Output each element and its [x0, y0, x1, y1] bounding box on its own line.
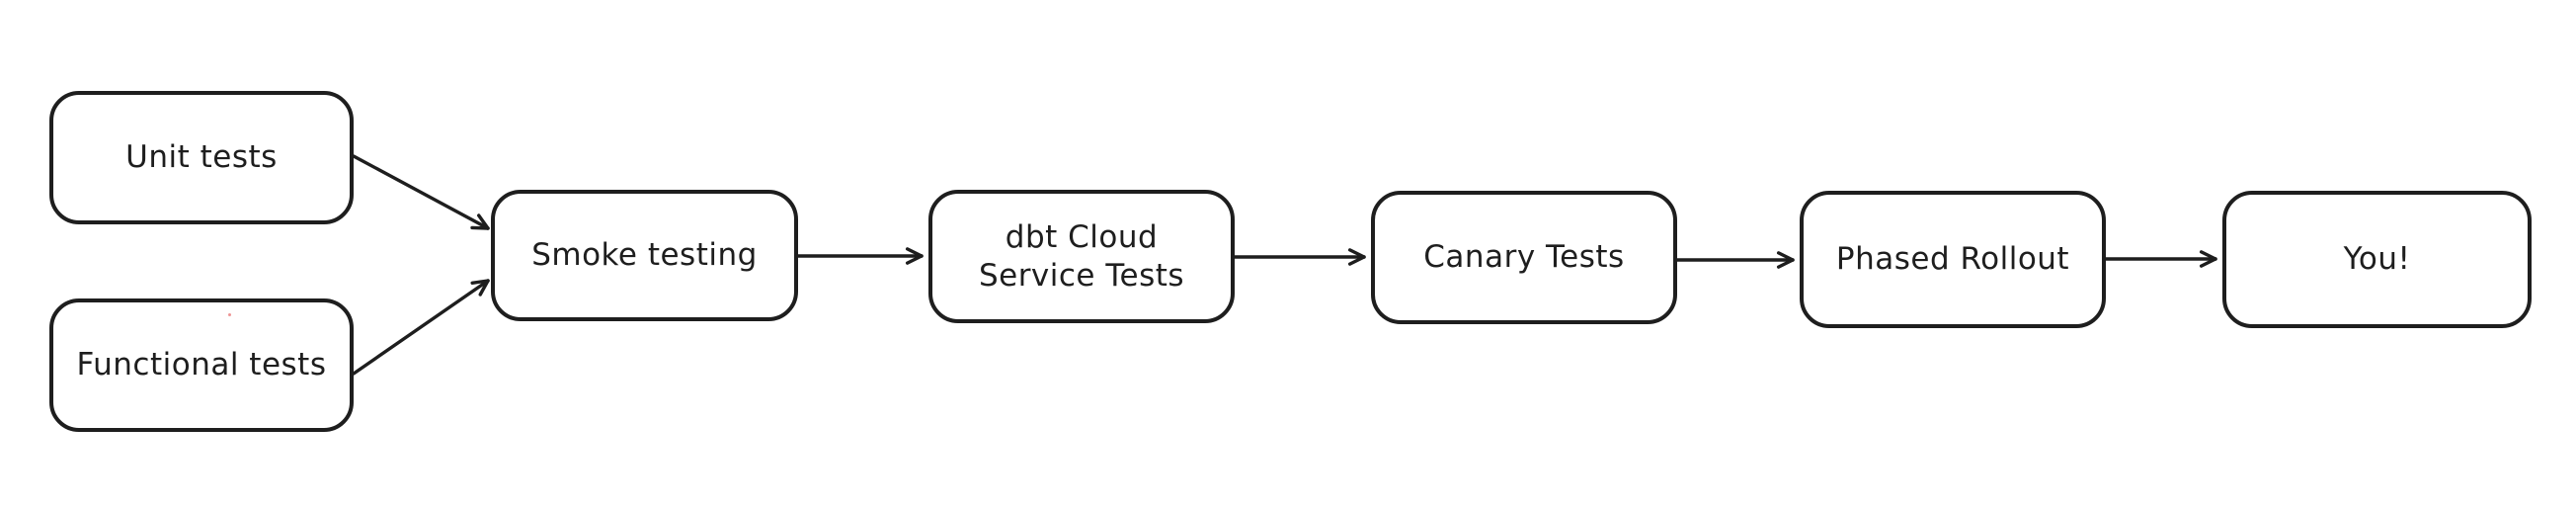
node-smoke-testing-label: Smoke testing — [531, 237, 758, 274]
edge-arrow-smoke-testing-to-dbt-cloud-service-tests — [796, 247, 924, 265]
edge-arrow-dbt-cloud-service-tests-to-canary-tests — [1233, 248, 1366, 266]
edge-arrow-functional-tests-to-smoke-testing — [352, 279, 490, 376]
edge-arrow-unit-tests-to-smoke-testing — [352, 154, 490, 230]
node-canary-tests-label: Canary Tests — [1423, 239, 1625, 276]
node-functional-tests: Functional tests — [49, 298, 354, 432]
node-you-label: You! — [2343, 241, 2411, 278]
node-functional-tests-label: Functional tests — [76, 347, 327, 383]
stray-red-pixel-artifact — [228, 313, 231, 316]
node-you: You! — [2222, 191, 2532, 328]
node-dbt-cloud-service-tests: dbt Cloud Service Tests — [928, 190, 1235, 323]
node-canary-tests: Canary Tests — [1371, 191, 1677, 324]
edge-arrow-canary-tests-to-phased-rollout — [1675, 251, 1795, 269]
node-unit-tests-label: Unit tests — [125, 139, 278, 176]
node-phased-rollout: Phased Rollout — [1800, 191, 2106, 328]
node-dbt-cloud-service-tests-label: dbt Cloud Service Tests — [978, 218, 1185, 294]
node-phased-rollout-label: Phased Rollout — [1835, 241, 2070, 278]
node-smoke-testing: Smoke testing — [491, 190, 798, 321]
node-unit-tests: Unit tests — [49, 91, 354, 224]
edge-arrow-phased-rollout-to-you — [2104, 250, 2217, 268]
